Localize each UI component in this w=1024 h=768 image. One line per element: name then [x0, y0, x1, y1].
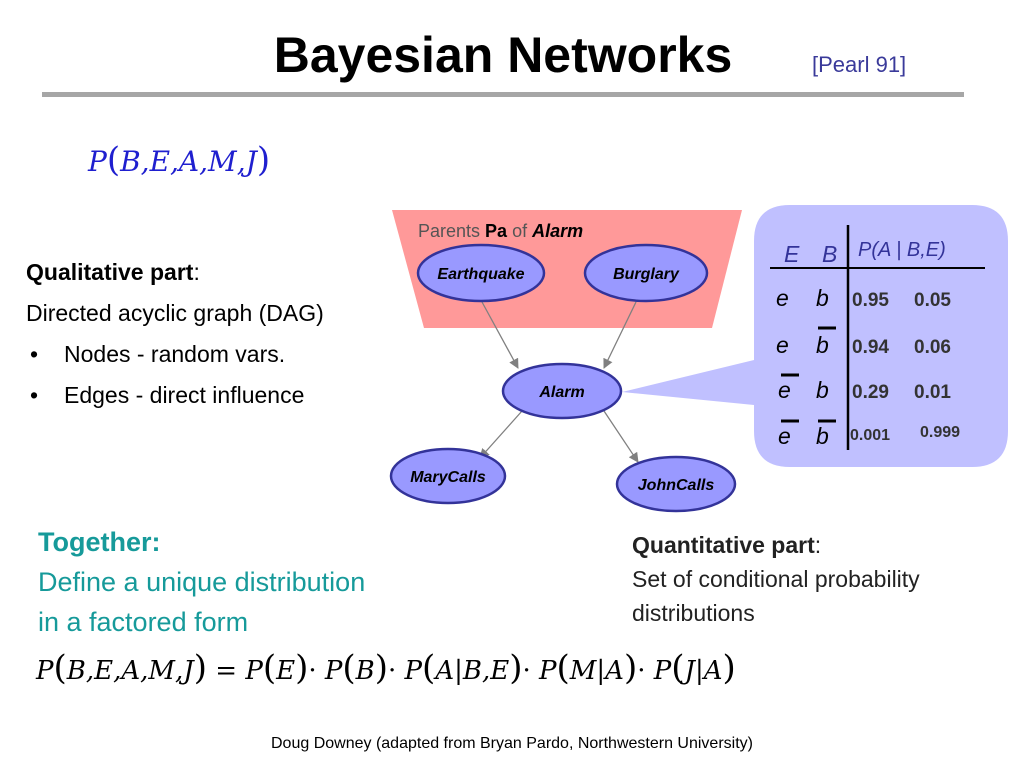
eq-term5-parents: A: [703, 656, 723, 686]
footer-credit: Doug Downey (adapted from Bryan Pardo, N…: [271, 735, 753, 752]
eq-term3-p: P: [404, 656, 423, 686]
cpt-row3-p2: 0.01: [914, 382, 951, 403]
cpt-row2-p1: 0.94: [852, 337, 889, 358]
eq-equals: =: [215, 656, 238, 686]
eq-term2-p: P: [324, 656, 343, 686]
eq-lhs-p: P: [36, 656, 54, 686]
node-marycalls-label: MaryCalls: [410, 469, 486, 486]
cpt-row4-e: e: [778, 423, 791, 449]
eq-term3-var: A: [435, 656, 455, 686]
eq-term5-p: P: [653, 656, 672, 686]
cpt-callout: [622, 205, 1008, 467]
slide-title: Bayesian Networks: [273, 27, 733, 83]
node-earthquake: Earthquake: [416, 243, 546, 303]
eq-dot-2: ·: [388, 656, 397, 686]
edge-earthquake-alarm: [481, 301, 519, 369]
quantitative-heading-line: Quantitative part:: [632, 528, 920, 562]
together-line1: Define a unique distribution: [38, 567, 366, 597]
eq-term3-parents: B,E: [462, 656, 510, 686]
cpt-row1-e: e: [776, 285, 789, 311]
cpt-row1-p2: 0.05: [914, 290, 951, 311]
qualitative-section: Qualitative part: Directed acyclic graph…: [26, 252, 324, 416]
cpt-header-prob: P(A | B,E): [858, 239, 946, 261]
eq-dot-3: ·: [522, 656, 531, 686]
quantitative-line1: Set of conditional probability: [632, 566, 920, 592]
cpt-row4-b: b: [816, 423, 829, 449]
cpt-row2-e: e: [776, 332, 789, 358]
together-heading: Together:: [38, 527, 161, 557]
cpt-table: E B P(A | B,E) e b 0.95 0.05 e b 0.94 0.…: [770, 225, 985, 450]
joint-distribution-notation: P(B,E,A,M,J): [88, 140, 270, 180]
eq-term2-var: B: [355, 656, 375, 686]
node-alarm: Alarm: [501, 362, 623, 420]
eq-dot-4: ·: [637, 656, 646, 686]
bullet-nodes: Nodes - random vars.: [26, 334, 324, 375]
eq-term5-var: J: [684, 656, 695, 686]
cpt-row4-p1: 0.001: [850, 427, 890, 444]
parents-label: Parents Pa of Alarm: [418, 221, 583, 241]
cpt-header-e: E: [784, 241, 800, 267]
cpt-row3-e: e: [778, 377, 791, 403]
joint-vars: B,E,A,M,J: [120, 145, 257, 178]
node-marycalls: MaryCalls: [389, 447, 507, 505]
qualitative-heading-line: Qualitative part:: [26, 252, 324, 293]
qualitative-heading: Qualitative part: [26, 259, 194, 285]
eq-term4-parents: A: [605, 656, 624, 686]
citation: [Pearl 91]: [812, 52, 907, 77]
joint-p: P: [88, 145, 107, 178]
bullet-edges: Edges - direct influence: [26, 375, 324, 416]
eq-term4-var: M: [569, 656, 597, 686]
node-earthquake-label: Earthquake: [437, 266, 524, 283]
cpt-row1-p1: 0.95: [852, 290, 889, 311]
eq-term4-p: P: [539, 656, 557, 686]
eq-term1-var: E: [276, 656, 296, 686]
cpt-row2-b: b: [816, 332, 829, 358]
node-johncalls-label: JohnCalls: [638, 477, 715, 494]
edge-alarm-johncalls: [603, 410, 639, 463]
node-johncalls: JohnCalls: [615, 455, 737, 513]
quantitative-heading: Quantitative part: [632, 532, 815, 558]
factorization-equation: P(B,E,A,M,J) = P(E)· P(B)· P(A|B,E)· P(M…: [36, 648, 736, 688]
cpt-row3-p1: 0.29: [852, 382, 889, 403]
edge-alarm-marycalls: [479, 410, 523, 459]
node-alarm-label: Alarm: [538, 384, 584, 401]
eq-term1-p: P: [245, 656, 263, 686]
cpt-row1-b: b: [816, 285, 829, 311]
eq-lhs-vars: B,E,A,M,J: [66, 656, 194, 686]
cpt-row3-b: b: [816, 377, 829, 403]
quantitative-colon: :: [814, 532, 822, 558]
cpt-row4-p2: 0.999: [920, 424, 960, 441]
eq-term4-given: |: [596, 656, 606, 686]
close-paren: ): [256, 140, 271, 180]
node-burglary-label: Burglary: [613, 266, 680, 283]
qualitative-subheading: Directed acyclic graph (DAG): [26, 300, 324, 326]
node-burglary: Burglary: [583, 243, 709, 303]
cpt-row2-p2: 0.06: [914, 337, 951, 358]
together-line2: in a factored form: [38, 607, 249, 637]
title-divider: [42, 92, 964, 97]
edge-burglary-alarm: [603, 301, 637, 369]
eq-term3-given: |: [454, 656, 463, 686]
together-section: Together: Define a unique distribution i…: [38, 522, 365, 642]
cpt-header-b: B: [822, 241, 837, 267]
open-paren: (: [106, 140, 121, 180]
eq-term5-given: |: [694, 656, 704, 686]
quantitative-line2: distributions: [632, 600, 755, 626]
eq-dot-1: ·: [308, 656, 317, 686]
quantitative-section: Quantitative part: Set of conditional pr…: [632, 528, 920, 630]
qualitative-colon: :: [193, 259, 200, 285]
